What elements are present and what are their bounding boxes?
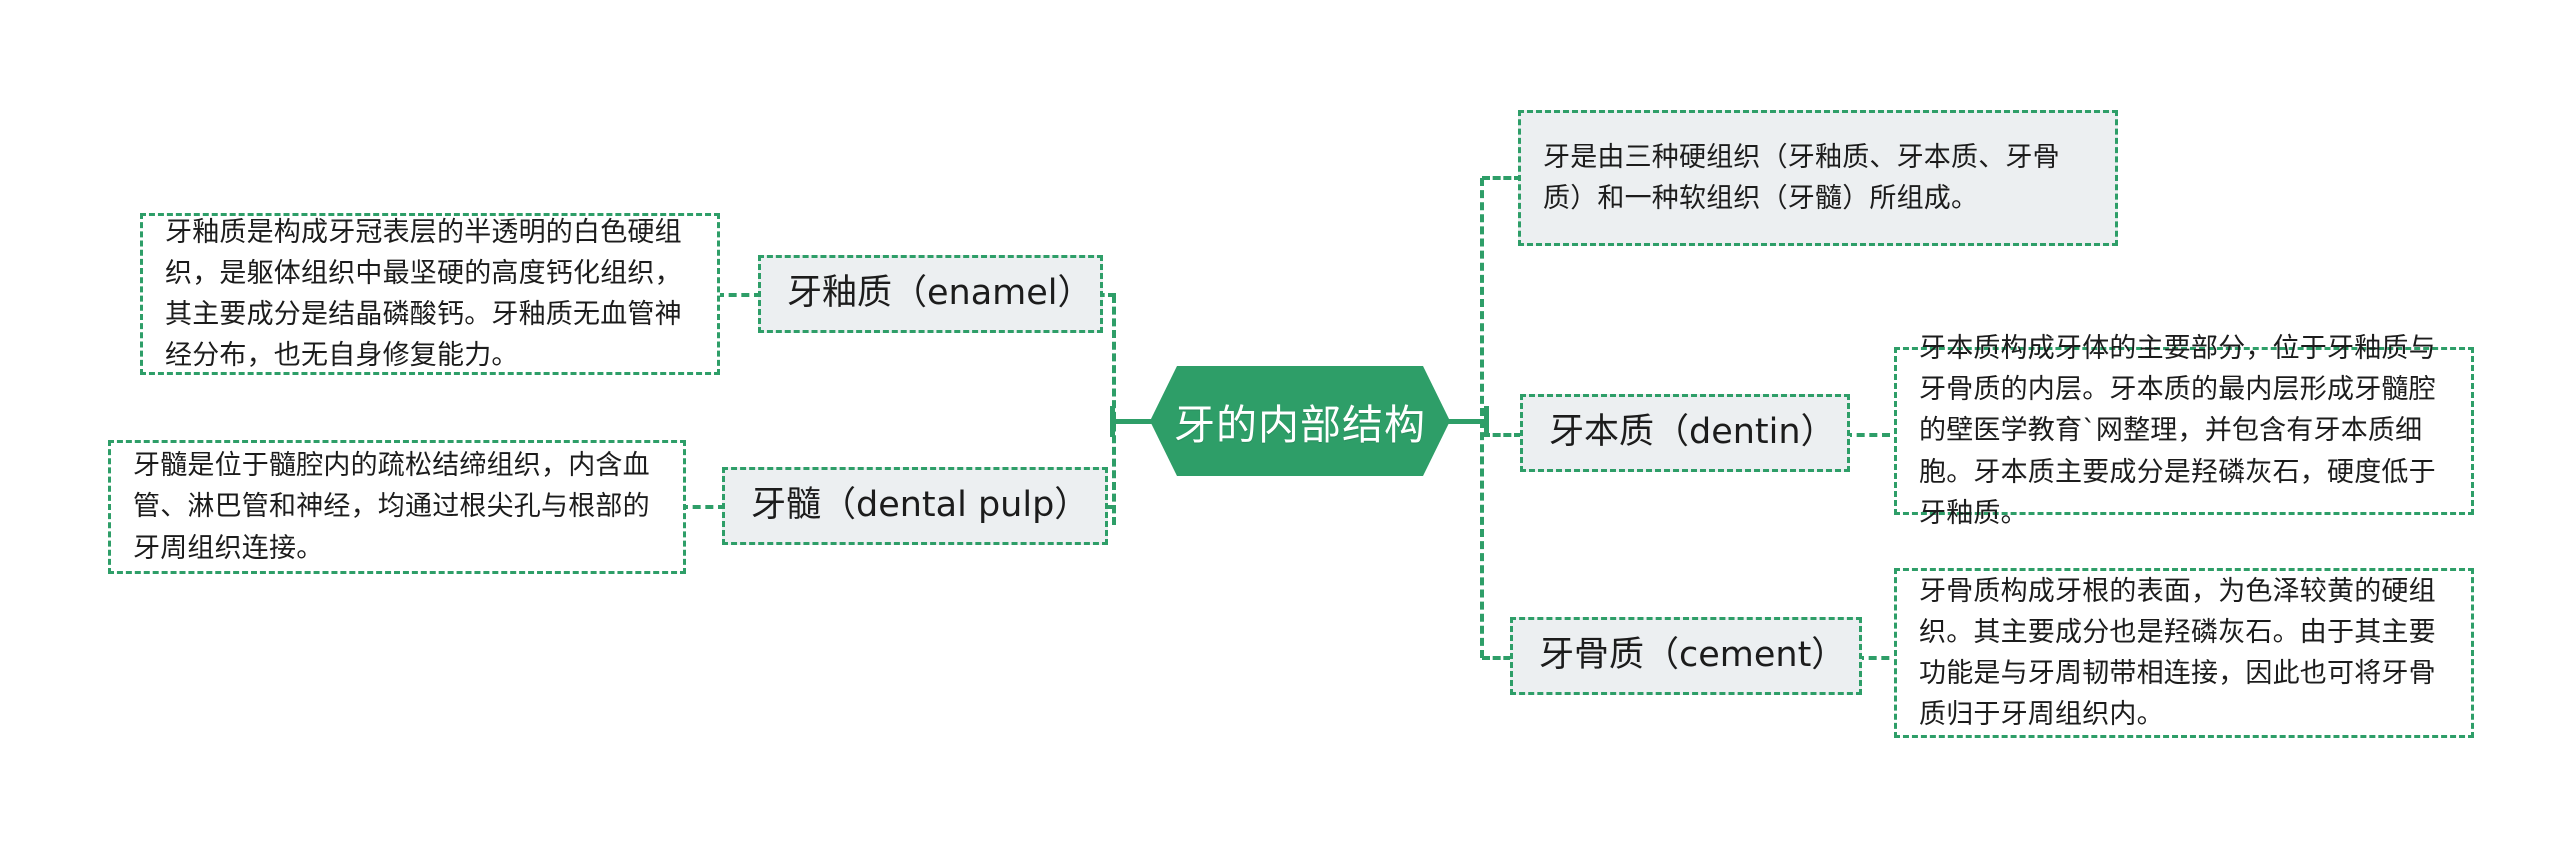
enamel-description-text: 牙釉质是构成牙冠表层的半透明的白色硬组织，是躯体组织中最坚硬的高度钙化组织，其主… xyxy=(165,216,682,372)
overview-description[interactable]: 牙是由三种硬组织（牙釉质、牙本质、牙骨质）和一种软组织（牙髓）所组成。 xyxy=(1518,110,2118,246)
root-left-connector-cap xyxy=(1110,406,1115,437)
dentin-desc-connector xyxy=(1844,433,1890,437)
node-dental-pulp-label: 牙髓（dental pulp） xyxy=(751,485,1090,526)
node-enamel[interactable]: 牙釉质（enamel） xyxy=(758,255,1103,333)
right-spine xyxy=(1480,178,1484,658)
node-cement-label: 牙骨质（cement） xyxy=(1539,635,1847,676)
dentin-description-text: 牙本质构成牙体的主要部分，位于牙釉质与牙骨质的内层。牙本质的最内层形成牙髓腔的壁… xyxy=(1919,333,2436,529)
pulp-description[interactable]: 牙髓是位于髓腔内的疏松结缔组织，内含血管、淋巴管和神经，均通过根尖孔与根部的牙周… xyxy=(108,440,686,574)
right-stub-overview xyxy=(1482,176,1522,180)
cement-desc-connector xyxy=(1856,656,1902,660)
dentin-description[interactable]: 牙本质构成牙体的主要部分，位于牙釉质与牙骨质的内层。牙本质的最内层形成牙髓腔的壁… xyxy=(1894,333,2474,529)
root-node-label: 牙的内部结构 xyxy=(1174,401,1426,449)
root-left-connector xyxy=(1112,419,1158,424)
cement-description[interactable]: 牙骨质构成牙根的表面，为色泽较黄的硬组织。其主要成分也是羟磷灰石。由于其主要功能… xyxy=(1894,568,2474,738)
enamel-description[interactable]: 牙釉质是构成牙冠表层的半透明的白色硬组织，是躯体组织中最坚硬的高度钙化组织，其主… xyxy=(140,213,720,375)
overview-description-text: 牙是由三种硬组织（牙釉质、牙本质、牙骨质）和一种软组织（牙髓）所组成。 xyxy=(1543,141,2060,214)
root-right-connector-cap xyxy=(1484,406,1489,437)
right-stub-dentin xyxy=(1482,433,1522,437)
enamel-desc-connector xyxy=(716,293,762,297)
root-right-connector xyxy=(1442,419,1488,424)
node-dentin-label: 牙本质（dentin） xyxy=(1549,412,1836,453)
pulp-desc-connector xyxy=(680,505,726,509)
node-dental-pulp[interactable]: 牙髓（dental pulp） xyxy=(722,467,1108,545)
node-cement[interactable]: 牙骨质（cement） xyxy=(1510,617,1862,695)
node-enamel-label: 牙釉质（enamel） xyxy=(787,273,1093,314)
root-node[interactable]: 牙的内部结构 xyxy=(1150,366,1450,476)
pulp-description-text: 牙髓是位于髓腔内的疏松结缔组织，内含血管、淋巴管和神经，均通过根尖孔与根部的牙周… xyxy=(133,450,650,564)
cement-description-text: 牙骨质构成牙根的表面，为色泽较黄的硬组织。其主要成分也是羟磷灰石。由于其主要功能… xyxy=(1919,575,2436,731)
node-dentin[interactable]: 牙本质（dentin） xyxy=(1520,394,1850,472)
right-stub-cement xyxy=(1482,656,1522,660)
